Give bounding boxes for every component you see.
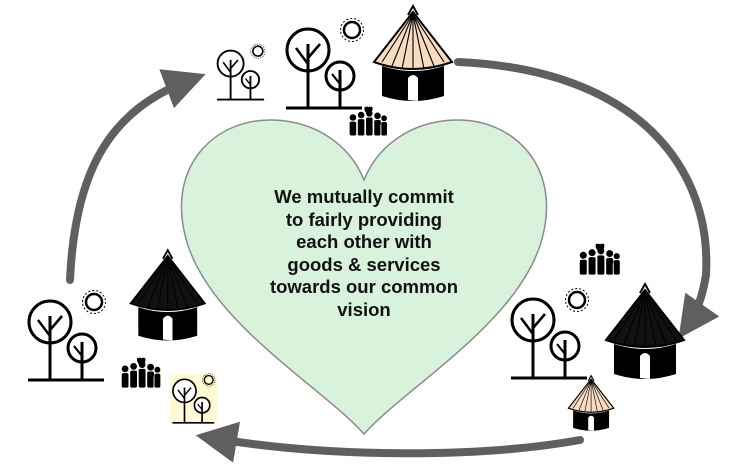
right-community-cluster [509, 243, 685, 432]
hut-icon [129, 249, 206, 342]
tree-cluster-icon [170, 372, 218, 424]
tree-cluster-icon [216, 43, 266, 101]
cycle-arrow-icon [195, 421, 584, 463]
top-community-cluster [216, 5, 453, 136]
statement-line: towards our common [269, 276, 459, 297]
tree-cluster-icon [509, 287, 590, 380]
cycle-arrow-icon [66, 69, 206, 284]
statement-line: goods & services [287, 253, 441, 275]
cycle-arrow-icon [454, 58, 720, 339]
statement-line: We mutually commit [274, 186, 454, 207]
heart-shape [180, 119, 548, 436]
people-group-icon [121, 357, 161, 389]
hut-icon [373, 5, 453, 102]
left-community-cluster [26, 249, 218, 424]
hut-icon [605, 283, 685, 380]
statement-line: to fairly providing [285, 208, 443, 230]
tree-cluster-icon [26, 289, 107, 382]
people-group-icon [579, 243, 621, 276]
people-group-icon [349, 106, 388, 136]
tree-cluster-icon [284, 17, 365, 110]
cycle-arrows [66, 58, 720, 463]
statement-line: vision [337, 298, 391, 320]
statement-line: each other with [296, 231, 432, 252]
commitment-statement: We mutually commit to fairly providing e… [214, 186, 514, 321]
hut-icon [567, 375, 615, 432]
